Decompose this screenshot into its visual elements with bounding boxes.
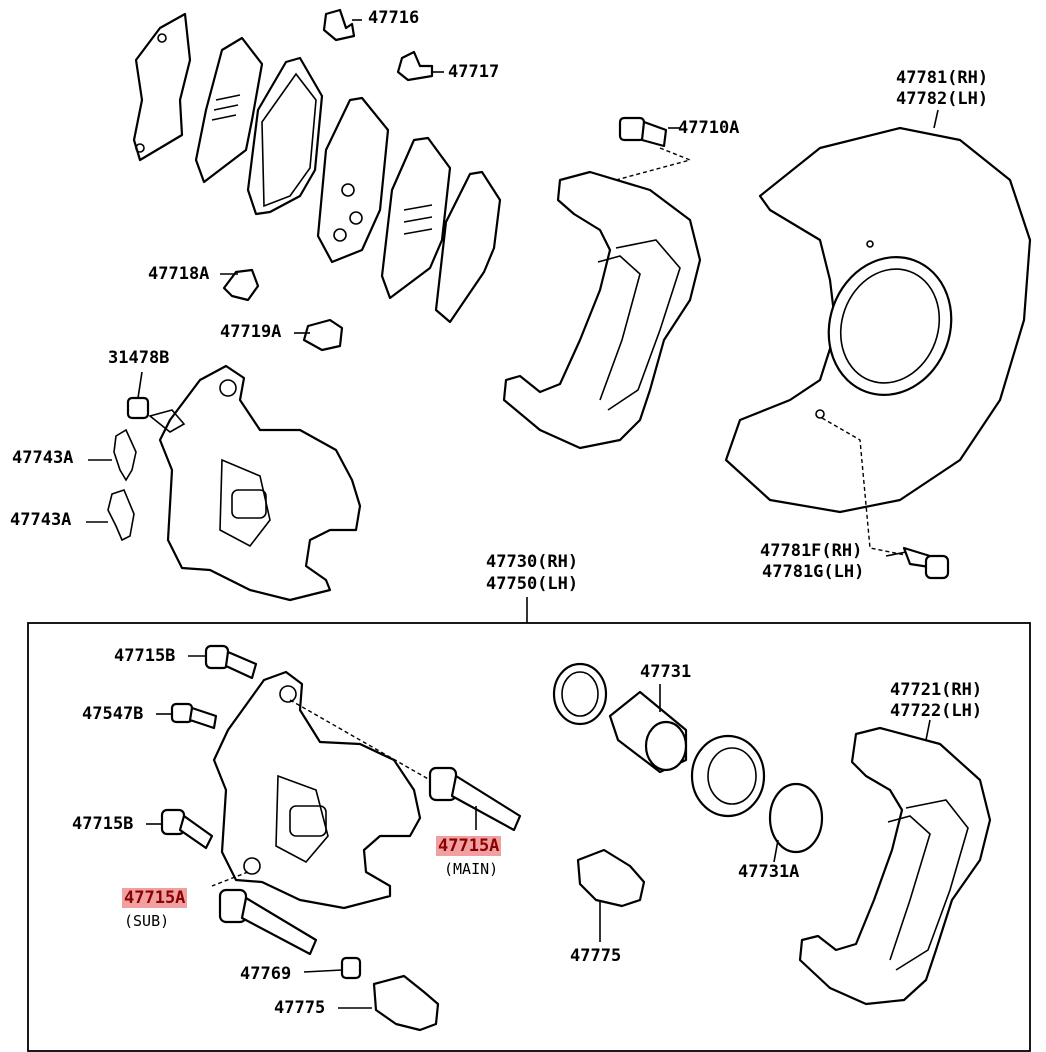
pin-47715A-sub — [218, 888, 318, 956]
caliper-lower — [211, 670, 431, 910]
clip-47719A — [294, 318, 344, 352]
piston — [608, 684, 688, 774]
spring-47743A-2 — [86, 489, 135, 542]
label-47719A: 47719A — [220, 322, 282, 342]
label-47781F-rh: 47781F(RH) — [760, 541, 863, 561]
piston-boot — [690, 734, 766, 818]
label-47722-lh: 47722(LH) — [890, 701, 983, 721]
pad-shim-inner-2 — [434, 170, 502, 324]
dust-shield — [724, 109, 1032, 557]
bolt-47710A — [615, 116, 693, 181]
label-47743A-2: 47743A — [10, 510, 72, 530]
label-47717: 47717 — [448, 62, 500, 82]
label-47718A: 47718A — [148, 264, 210, 284]
label-47731: 47731 — [640, 662, 692, 682]
label-47731A: 47731A — [738, 862, 800, 882]
label-47715A-sub: 47715A — [122, 888, 188, 908]
label-47715A-main-text: 47715A — [436, 836, 502, 856]
assembly-group-box — [27, 622, 1031, 1052]
caliper-upper — [148, 364, 362, 602]
label-47715B-2: 47715B — [72, 814, 134, 834]
bolt-47715B-2 — [146, 808, 214, 850]
label-47782-lh: 47782(LH) — [896, 89, 989, 109]
clip-47716 — [322, 8, 362, 42]
label-47775-2: 47775 — [274, 998, 326, 1018]
bolt-47715B-1 — [188, 644, 258, 680]
label-47721-rh: 47721(RH) — [890, 680, 983, 700]
seal-47731 — [552, 662, 608, 726]
label-47715B-1: 47715B — [114, 646, 176, 666]
label-47710A: 47710A — [678, 118, 740, 138]
bleeder-47547B — [156, 702, 218, 730]
bolt-47781F — [885, 546, 950, 580]
pad-shim-outer-2 — [194, 36, 264, 184]
pad-shim-outer-1 — [132, 12, 192, 162]
brake-pad-outer — [246, 56, 324, 216]
label-47743A-1: 47743A — [12, 448, 74, 468]
cap-47731A — [768, 782, 824, 863]
label-47715A-main: 47715A — [436, 836, 502, 856]
plug-31478B — [126, 371, 150, 420]
label-47716: 47716 — [368, 8, 420, 28]
clip-47717 — [396, 50, 444, 82]
label-47769: 47769 — [240, 964, 292, 984]
label-47730-rh: 47730(RH) — [486, 552, 579, 572]
label-31478B: 31478B — [108, 348, 170, 368]
pin-47715A-main — [428, 766, 522, 832]
caliper-bracket-upper — [502, 170, 702, 450]
label-47715A-sub-text: 47715A — [122, 888, 188, 908]
pad-shim-inner-1 — [380, 136, 452, 300]
label-main-note: (MAIN) — [444, 860, 499, 878]
label-47750-lh: 47750(LH) — [486, 574, 579, 594]
boot-47775-upper — [576, 848, 646, 942]
brake-pad-inner — [316, 96, 390, 264]
label-47781-rh: 47781(RH) — [896, 68, 989, 88]
clip-47718A — [220, 268, 260, 302]
label-sub-note: (SUB) — [124, 912, 170, 930]
label-47781G-lh: 47781G(LH) — [762, 562, 865, 582]
spring-47743A-1 — [88, 428, 137, 482]
boot-47775-lower — [338, 974, 440, 1032]
label-47775-1: 47775 — [570, 946, 622, 966]
caliper-bracket-lower — [798, 719, 992, 1006]
label-47547B: 47547B — [82, 704, 144, 724]
cap-47769 — [303, 956, 362, 980]
